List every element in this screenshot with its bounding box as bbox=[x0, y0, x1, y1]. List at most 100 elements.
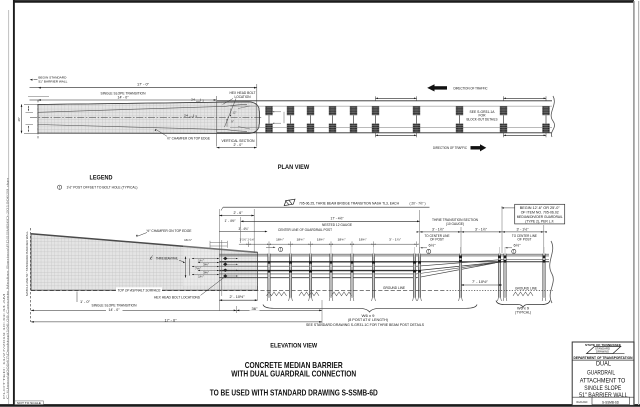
svg-text:18¾": 18¾" bbox=[296, 238, 304, 242]
svg-text:14' - 0": 14' - 0" bbox=[109, 308, 121, 312]
svg-text:STANDARD: STANDARD bbox=[595, 346, 610, 350]
svg-text:LEGEND: LEGEND bbox=[89, 174, 112, 181]
svg-text:TO CENTER LINE: TO CENTER LINE bbox=[425, 234, 450, 238]
svg-text:17' - 4½": 17' - 4½" bbox=[331, 216, 345, 220]
svg-text:LOCATION: LOCATION bbox=[235, 95, 251, 99]
svg-text:1¾": 1¾" bbox=[198, 275, 204, 279]
svg-text:6½": 6½" bbox=[513, 244, 520, 248]
svg-text:CENTER LINE OF GUARDRAIL POST: CENTER LINE OF GUARDRAIL POST bbox=[278, 228, 332, 232]
svg-text:( 20' - 7½" ): ( 20' - 7½" ) bbox=[410, 201, 426, 205]
svg-text:W6 x 9: W6 x 9 bbox=[517, 306, 529, 310]
svg-text:1: 1 bbox=[280, 248, 282, 252]
svg-text:C: C bbox=[150, 256, 153, 260]
svg-text:ELEVATION VIEW: ELEVATION VIEW bbox=[270, 342, 317, 349]
svg-text:1¾": 1¾" bbox=[198, 259, 204, 263]
svg-text:24: 24 bbox=[184, 113, 188, 117]
svg-text:MEDIAN/DIVIDER GUARDRAIL: MEDIAN/DIVIDER GUARDRAIL bbox=[517, 215, 563, 219]
svg-text:C:\Users\jj00547\Desktop\106.0: C:\Users\jj00547\Desktop\106.09 Concrete… bbox=[5, 177, 9, 399]
svg-text:ATTACHMENT TO: ATTACHMENT TO bbox=[580, 377, 626, 384]
svg-text:2' - 6": 2' - 6" bbox=[233, 211, 243, 215]
svg-text:1: 1 bbox=[513, 250, 515, 254]
svg-text:(TYPICAL): (TYPICAL) bbox=[515, 310, 531, 314]
svg-text:TO BE USED WITH STANDARD DRAWI: TO BE USED WITH STANDARD DRAWING S-SSMB-… bbox=[210, 388, 378, 397]
svg-text:18¾": 18¾" bbox=[359, 238, 367, 242]
svg-text:PLOTTED: 11/27/2019 10:43:44: PLOTTED: 11/27/2019 10:43:44 AM bbox=[2, 292, 6, 399]
svg-text:MATCH LINE 51" STANDARD BARRIE: MATCH LINE 51" STANDARD BARRIER WALL bbox=[25, 230, 29, 296]
svg-text:7' - 10½": 7' - 10½" bbox=[472, 280, 489, 284]
svg-text:OF POST: OF POST bbox=[430, 237, 444, 241]
svg-text:THRIE TRANSITION SECTION: THRIE TRANSITION SECTION bbox=[432, 218, 479, 222]
svg-text:WITH DUAL GUARDRAIL CONNECTION: WITH DUAL GUARDRAIL CONNECTION bbox=[231, 370, 356, 379]
svg-text:HEX HEAD BOLT: HEX HEAD BOLT bbox=[229, 91, 256, 95]
svg-text:TO CENTER LINE: TO CENTER LINE bbox=[512, 234, 537, 238]
svg-text:NOT TO SCALE: NOT TO SCALE bbox=[17, 401, 41, 405]
svg-text:36": 36" bbox=[252, 307, 259, 311]
svg-text:FOR: FOR bbox=[479, 114, 486, 118]
svg-text:CONCRETE MEDIAN BARRIER: CONCRETE MEDIAN BARRIER bbox=[245, 361, 343, 370]
svg-text:BEGIN 12'-6" OR 25'-0": BEGIN 12'-6" OR 25'-0" bbox=[520, 206, 560, 210]
svg-text:3' - 1½": 3' - 1½" bbox=[516, 227, 529, 231]
svg-text:½" CHAMFER ON TOP EDGE: ½" CHAMFER ON TOP EDGE bbox=[146, 229, 192, 233]
svg-text:51" BARRIER WALL: 51" BARRIER WALL bbox=[38, 79, 67, 83]
svg-text:SINGLE SLOPE TRANSITION: SINGLE SLOPE TRANSITION bbox=[91, 303, 136, 307]
svg-text:3' - 1½": 3' - 1½" bbox=[389, 238, 401, 242]
svg-text:1' - 0": 1' - 0" bbox=[80, 300, 91, 304]
svg-text:VERTICAL SECTION: VERTICAL SECTION bbox=[221, 139, 254, 143]
svg-text:1: 1 bbox=[195, 114, 197, 118]
svg-text:NESTED 12 GAUGE: NESTED 12 GAUGE bbox=[322, 223, 353, 227]
svg-text:1' - 4½": 1' - 4½" bbox=[225, 219, 237, 223]
svg-text:705-06.25, THRIE BEAM BRIDGE: 705-06.25, THRIE BEAM BRIDGE TRANSITION … bbox=[299, 201, 400, 205]
svg-text:18¾": 18¾" bbox=[317, 238, 325, 242]
svg-text:3⅜": 3⅜" bbox=[203, 271, 209, 275]
svg-text:2' - 0": 2' - 0" bbox=[234, 143, 244, 147]
svg-text:1'-1½" 1'-1⅝": 1'-1½" 1'-1⅝" bbox=[240, 237, 255, 241]
svg-text:DIRECTION OF TRAFFIC: DIRECTION OF TRAFFIC bbox=[454, 87, 488, 91]
svg-text:17' - 0": 17' - 0" bbox=[164, 319, 177, 323]
svg-text:HEX HEAD BOLT LOCATIONS: HEX HEAD BOLT LOCATIONS bbox=[154, 296, 201, 300]
svg-text:SEE STANDARD DRAWING S-GR31-1C: SEE STANDARD DRAWING S-GR31-1C FOR THRIE… bbox=[306, 323, 425, 327]
svg-text:BEGIN STANDARD: BEGIN STANDARD bbox=[38, 75, 67, 79]
svg-text:SINGLE SLOPE: SINGLE SLOPE bbox=[584, 385, 621, 392]
svg-text:DEPARTMENT OF TRANSPORTATION: DEPARTMENT OF TRANSPORTATION bbox=[574, 356, 634, 360]
svg-text:GROUND LINE: GROUND LINE bbox=[383, 286, 406, 290]
svg-text:18¾": 18¾" bbox=[337, 238, 345, 242]
svg-text:OF POST: OF POST bbox=[517, 237, 531, 241]
svg-text:S-SSMB-6D: S-SSMB-6D bbox=[602, 400, 620, 404]
svg-text:24: 24 bbox=[191, 98, 195, 102]
svg-text:28": 28" bbox=[17, 117, 21, 121]
svg-text:W6 x 9: W6 x 9 bbox=[362, 314, 375, 318]
svg-text:STATE OF TENNESSEE: STATE OF TENNESSEE bbox=[585, 343, 621, 347]
svg-text:PLAN VIEW: PLAN VIEW bbox=[278, 164, 310, 171]
svg-text:6½": 6½" bbox=[428, 244, 435, 248]
svg-text:9": 9" bbox=[231, 121, 234, 124]
svg-text:51" BARRIER WALL: 51" BARRIER WALL bbox=[579, 392, 628, 399]
svg-text:1: 1 bbox=[428, 250, 430, 254]
svg-text:GROUND LINE: GROUND LINE bbox=[515, 286, 538, 290]
svg-text:1: 1 bbox=[202, 98, 204, 102]
svg-text:3' - 4¾": 3' - 4¾" bbox=[239, 227, 250, 231]
svg-text:½" CHAMFER ON TOP EDGE: ½" CHAMFER ON TOP EDGE bbox=[167, 136, 211, 140]
svg-text:3' - 1½": 3' - 1½" bbox=[432, 227, 445, 231]
svg-text:2' - 10½": 2' - 10½" bbox=[230, 295, 246, 299]
svg-text:SEE S-GR31-1A: SEE S-GR31-1A bbox=[470, 110, 496, 114]
svg-text:1½" POST OFFSET TO BOLT HOLE (: 1½" POST OFFSET TO BOLT HOLE (TYPICAL) bbox=[67, 186, 138, 190]
svg-text:3' - 1½": 3' - 1½" bbox=[475, 227, 488, 231]
svg-text:BLOCK-OUT DETAILS: BLOCK-OUT DETAILS bbox=[466, 117, 498, 121]
svg-text:TOP OF ASPHALT SURFACE: TOP OF ASPHALT SURFACE bbox=[117, 288, 161, 292]
svg-text:OF ITEM NO. 705-06.02: OF ITEM NO. 705-06.02 bbox=[521, 211, 559, 215]
svg-text:DRAWING: DRAWING bbox=[596, 350, 609, 354]
svg-text:7⅝": 7⅝" bbox=[195, 267, 201, 271]
svg-text:GUARDRAIL: GUARDRAIL bbox=[587, 370, 615, 377]
svg-text:17' - 0": 17' - 0" bbox=[137, 83, 150, 87]
svg-text:16⅞": 16⅞" bbox=[184, 238, 192, 242]
svg-text:12": 12" bbox=[233, 112, 237, 115]
svg-text:THRIE BEAM RAIL: THRIE BEAM RAIL bbox=[156, 256, 178, 260]
svg-text:3⅜": 3⅜" bbox=[203, 263, 209, 267]
svg-text:14' - 0": 14' - 0" bbox=[118, 96, 130, 100]
svg-text:(8 POST AT 6' LENGTH): (8 POST AT 6' LENGTH) bbox=[348, 318, 388, 322]
svg-text:18¾": 18¾" bbox=[276, 238, 284, 242]
svg-text:1: 1 bbox=[59, 185, 61, 189]
svg-text:(10 GAUGE): (10 GAUGE) bbox=[446, 222, 464, 226]
svg-text:(TYPE 2), PER L.F.: (TYPE 2), PER L.F. bbox=[525, 220, 554, 224]
svg-text:06-26-2019: 06-26-2019 bbox=[576, 400, 587, 404]
